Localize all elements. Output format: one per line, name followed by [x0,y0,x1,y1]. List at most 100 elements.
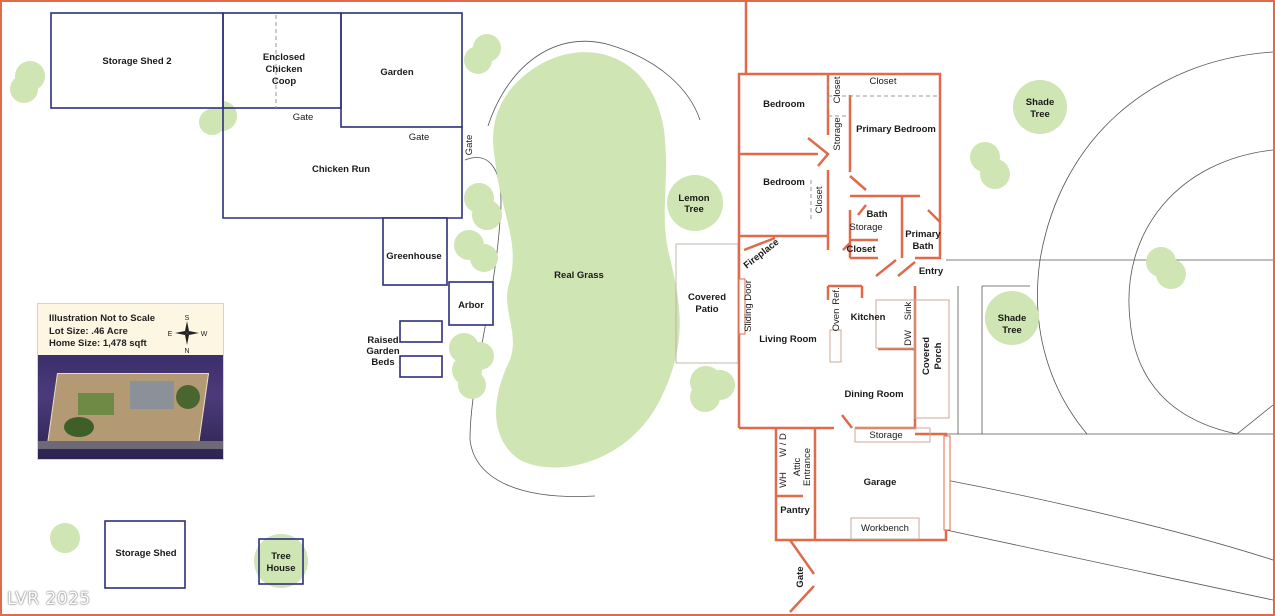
pantry-label: Pantry [780,505,810,516]
tree-icon [199,109,225,135]
kitchen-label: Kitchen [851,312,886,323]
storage-bath-label: Storage [849,222,882,233]
covered-porch [914,299,950,419]
primary-bedroom-label: Primary Bedroom [856,124,936,135]
bedroom-1-label: Bedroom [763,99,805,110]
bedroom-2-label: Bedroom [763,177,805,188]
sink-label: Sink [903,302,914,321]
storage-shed [104,520,186,589]
chicken-run-label: Chicken Run [312,164,370,175]
garden [340,12,463,128]
house-details [738,82,951,540]
tree-icon [464,46,492,74]
raised-bed-1 [399,320,443,343]
raised-beds-label-1: Raised [367,335,398,346]
shade-tree-icon [985,291,1039,345]
compass-s: S [185,315,190,322]
storage-shed-label: Storage Shed [115,548,176,559]
shade-tree-top-label-1: Shade [1026,97,1055,108]
sliding-door [738,278,746,335]
sliding-door-label: Sliding Door [743,280,754,332]
dw-label: DW [903,330,914,346]
tree-icon [980,159,1010,189]
dining-room-label: Dining Room [844,389,903,400]
greenhouse-label: Greenhouse [386,251,441,262]
compass-icon: S N E W [168,315,208,354]
chicken-coop-label-3: Coop [272,76,296,87]
attic-label-2: Entrance [802,448,813,486]
shade-tree-mid-label-2: Tree [1002,325,1022,336]
info-card: Illustration Not to Scale Lot Size: .46 … [37,303,224,460]
workbench [850,517,920,540]
wd-label: W / D [778,433,789,457]
storage-shed-2 [50,12,224,109]
gate-bottom-label: Gate [795,566,806,587]
bath-label: Bath [866,209,887,220]
garage-storage-label: Storage [869,430,902,441]
raised-beds-label-3: Beds [371,357,394,368]
ref-label: Ref. [831,287,842,304]
compass-n: N [184,348,189,354]
oven-label: Oven [831,309,842,332]
tree-house-label-2: House [266,563,295,574]
closet-top-right-label: Closet [870,76,897,87]
tree-icon [472,200,502,230]
tree-icon [50,523,80,553]
tree-house-label-1: Tree [271,551,291,562]
aerial-photo [38,355,223,459]
home-size: Home Size: 1,478 sqft [49,338,147,349]
closet-bed2-label: Closet [814,186,825,213]
covered-patio-label-1: Covered [688,292,726,303]
covered-porch-label-1: Covered [921,337,932,375]
garden-label: Garden [380,67,413,78]
tree-icon [458,371,486,399]
real-grass-area [493,52,680,468]
chicken-coop-label-2: Chicken [266,64,303,75]
tree-icon [10,75,38,103]
compass-w: W [201,331,208,338]
workbench-label: Workbench [861,523,909,534]
chicken-coop-label-1: Enclosed [263,52,305,63]
shade-tree-mid-label-1: Shade [998,313,1027,324]
storage-shed-2-label: Storage Shed 2 [102,56,171,67]
shade-tree-top-label-2: Tree [1030,109,1050,120]
covered-porch-label-2: Porch [933,342,944,369]
oven-unit [829,329,842,363]
garage-label: Garage [864,477,897,488]
shade-tree-icon [1013,80,1067,134]
storage-vertical-label: Storage [832,117,843,150]
raised-beds-label-2: Garden [366,346,399,357]
lemon-tree-label-2: Tree [684,204,704,215]
greenhouse [382,217,448,286]
tree-house-tree-icon [254,534,308,588]
living-room-label: Living Room [759,334,817,345]
watermark: LVR 2025 [7,589,91,609]
attic-label-1: Attic [792,458,803,477]
lemon-tree-icon [667,175,723,231]
tree-icon [470,244,498,272]
entry-label: Entry [919,266,944,277]
primary-bath-label-2: Bath [912,241,933,252]
lot-size: Lot Size: .46 Acre [49,326,128,337]
real-grass-label: Real Grass [554,270,604,281]
gate-side-label: Gate [464,135,475,156]
garage-door [943,435,951,531]
compass-e: E [168,331,173,338]
lemon-tree-label-1: Lemon [678,193,709,204]
path-curve-top [487,40,701,127]
closet-top-label: Closet [832,76,843,103]
chicken-run [222,108,463,219]
closet-bath-label: Closet [846,244,876,255]
primary-bath-label-1: Primary [905,229,941,240]
tree-icon [1156,259,1186,289]
covered-patio-label-2: Patio [695,304,718,315]
arbor [448,281,494,326]
gate-coop-label: Gate [293,112,314,123]
tree-house [258,538,304,585]
tree-icon [690,382,720,412]
wh-label: WH [778,472,789,488]
raised-bed-2 [399,355,443,378]
garage-storage [854,427,931,443]
